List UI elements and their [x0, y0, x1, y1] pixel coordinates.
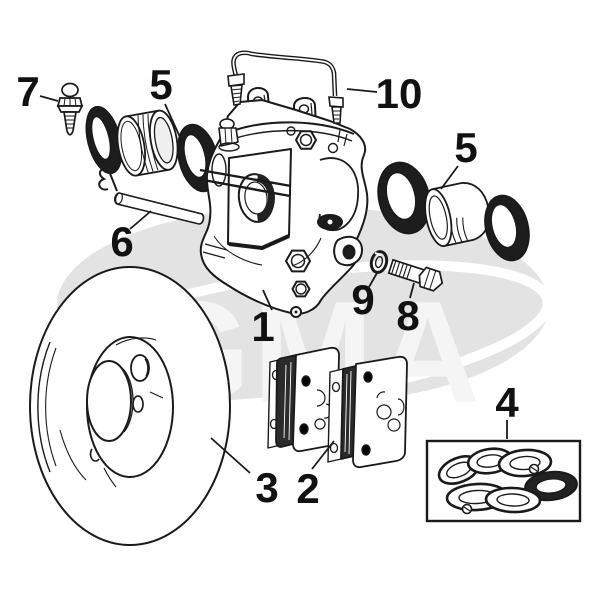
part-label-4: 4	[495, 379, 519, 426]
leader-6	[129, 210, 152, 230]
part-label-1: 1	[251, 303, 274, 350]
part-label-8: 8	[396, 292, 419, 339]
installed-bleed-screw	[218, 118, 240, 152]
leader-1	[262, 289, 273, 311]
leader-2	[311, 440, 335, 470]
part-label-9: 9	[351, 276, 374, 323]
part-label-10: 10	[376, 70, 423, 117]
pipe-fitting-left	[227, 73, 245, 106]
seal-kit-washers	[437, 447, 578, 515]
part-label-5b: 5	[454, 124, 477, 171]
part-label-3: 3	[255, 464, 278, 511]
bleed-screw	[56, 82, 84, 136]
brake-pipe	[227, 50, 344, 124]
leader-5b	[440, 165, 459, 190]
hex-fitting-mid	[285, 249, 311, 273]
seal-kit-box	[425, 439, 582, 523]
lock-washer	[369, 250, 389, 274]
piston-seal-set-right	[377, 161, 530, 262]
leader-10	[346, 88, 378, 93]
part-labels: 7 5 10 5 6 1 9 8 3 2 4	[16, 61, 519, 512]
part-label-2: 2	[296, 465, 319, 512]
brake-pads	[267, 346, 408, 469]
caliper-window	[227, 148, 292, 249]
leader-5a	[164, 103, 185, 147]
mounting-bolt	[387, 258, 444, 292]
piston-left	[116, 109, 179, 177]
leader-7	[39, 95, 59, 102]
guide-pin	[114, 192, 205, 225]
piston-seal-set-left	[85, 105, 220, 193]
hex-fitting-top	[295, 130, 317, 150]
part-label-7: 7	[16, 68, 39, 115]
leader-8	[409, 282, 415, 299]
part-label-5a: 5	[149, 61, 172, 108]
brake-disc	[29, 266, 231, 546]
caliper-body	[197, 87, 369, 318]
brake-pad-right	[327, 355, 408, 469]
leader-lines	[39, 88, 508, 474]
leader-9	[368, 272, 378, 288]
piston-right	[424, 182, 490, 247]
part-label-6: 6	[110, 218, 133, 265]
pipe-fitting-right	[328, 96, 344, 124]
leader-3	[210, 437, 251, 474]
brake-pad-left	[267, 346, 340, 453]
